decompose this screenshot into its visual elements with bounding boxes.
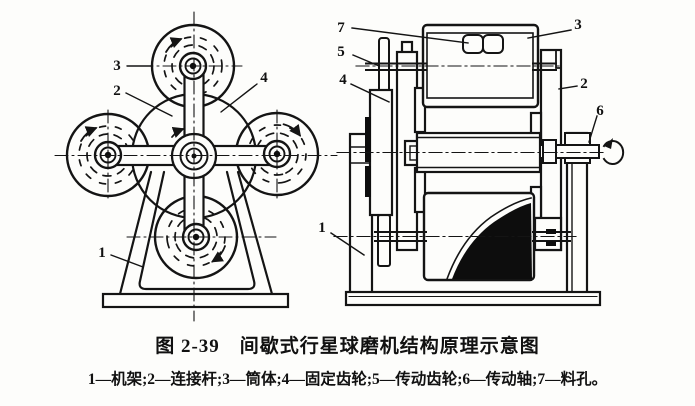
callout-4-left: 4 [260, 70, 268, 86]
callout-1-right: 1 [318, 220, 326, 236]
callout-4-right: 4 [339, 72, 347, 88]
caption-title: 图 2-39 间歇式行星球磨机结构原理示意图 [155, 336, 540, 357]
leader-lines-left [110, 65, 258, 268]
callout-2-left: 2 [113, 83, 121, 99]
axis-lines [333, 62, 605, 246]
figure-caption: 图 2-39 间歇式行星球磨机结构原理示意图 1—机架;2—连接杆;3—筒体;4… [0, 330, 695, 389]
callout-1-left: 1 [98, 245, 106, 261]
material-pile [452, 203, 532, 279]
rotation-arrow-center [171, 126, 185, 138]
callout-5-right: 5 [337, 44, 345, 60]
callout-6-right: 6 [596, 103, 604, 119]
shaft-collar [542, 139, 557, 164]
callout-2-right: 2 [580, 76, 588, 92]
caption-legend: 1—机架;2—连接杆;3—筒体;4—固定齿轮;5—传动齿轮;6—传动轴;7—料孔… [87, 370, 608, 388]
left-view-front: 3 2 4 1 [54, 11, 338, 322]
callout-7-right: 7 [337, 20, 345, 36]
drive-shaft [539, 132, 625, 165]
frame-stand [101, 170, 290, 309]
callout-3-right: 3 [574, 17, 582, 33]
frame-base [101, 292, 290, 309]
machine-base [344, 290, 602, 307]
material-hole [462, 34, 504, 54]
right-view-side: 7 3 5 4 2 6 1 [318, 17, 625, 307]
material-pile-outline [445, 197, 532, 281]
callout-3-left: 3 [113, 58, 121, 74]
leader-lines-right [330, 27, 598, 256]
figure-diagram: 3 2 4 1 [54, 11, 625, 322]
centerlines-left-view [54, 11, 338, 322]
